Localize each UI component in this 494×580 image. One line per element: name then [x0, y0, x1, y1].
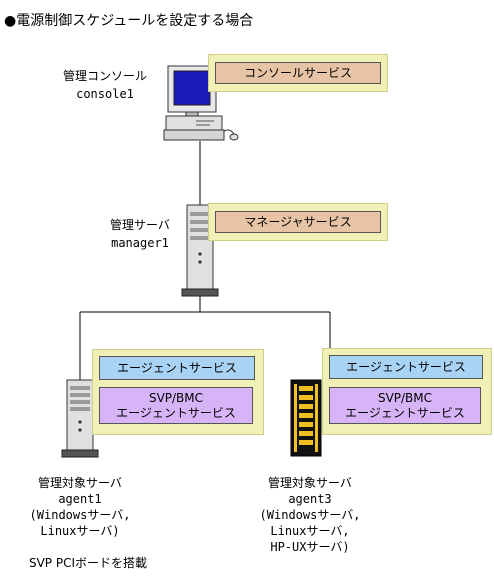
agent1-svp-service: SVP/BMC エージェントサービス: [99, 387, 253, 424]
manager-host: manager1: [111, 236, 169, 250]
console-pc-icon: [163, 65, 239, 141]
manager-service-panel: マネージャサービス: [208, 203, 388, 241]
console-service-panel: コンソールサービス: [208, 54, 388, 92]
manager-server-icon: [181, 204, 219, 297]
manager-service: マネージャサービス: [215, 211, 381, 233]
agent3-os-line2: Linuxサーバ,: [270, 524, 350, 538]
agent3-server-icon: [290, 379, 322, 457]
agent1-note: SVP PCIボードを搭載: [28, 556, 148, 570]
agent3-label: 管理対象サーバ: [268, 476, 352, 490]
console-service: コンソールサービス: [215, 62, 381, 84]
agent3-host: agent3: [288, 492, 332, 506]
agent1-svp-line2: エージェントサービス: [116, 406, 236, 420]
agent3-svp-service: SVP/BMC エージェントサービス: [329, 387, 481, 424]
agent1-os-line1: (Windowsサーバ,: [29, 508, 131, 522]
console-label: 管理コンソール: [62, 69, 147, 83]
agent1-label: 管理対象サーバ: [38, 476, 122, 490]
agent3-text: 管理対象サーバ agent3 (Windowsサーバ, Linuxサーバ, HP…: [245, 475, 375, 555]
agent1-text: 管理対象サーバ agent1 (Windowsサーバ, Linuxサーバ): [20, 475, 140, 539]
agent3-os-line3: HP-UXサーバ): [270, 540, 350, 554]
agent3-os-line1: (Windowsサーバ,: [259, 508, 361, 522]
agent1-service-panel: エージェントサービス SVP/BMC エージェントサービス: [92, 349, 264, 435]
agent1-svp-line1: SVP/BMC: [148, 391, 204, 405]
agent3-service-panel: エージェントサービス SVP/BMC エージェントサービス: [322, 348, 492, 435]
agent1-os-line2: Linuxサーバ): [40, 524, 120, 538]
agent3-agent-service: エージェントサービス: [329, 355, 483, 379]
agent3-svp-line1: SVP/BMC: [377, 391, 433, 405]
agent3-svp-line2: エージェントサービス: [345, 406, 465, 420]
agent1-server-icon: [61, 379, 99, 458]
agent1-host: agent1: [58, 492, 102, 506]
console-host: console1: [76, 87, 134, 101]
agent1-agent-service: エージェントサービス: [99, 356, 255, 380]
manager-label: 管理サーバ: [110, 218, 170, 232]
diagram-title: ●電源制御スケジュールを設定する場合: [4, 13, 254, 29]
